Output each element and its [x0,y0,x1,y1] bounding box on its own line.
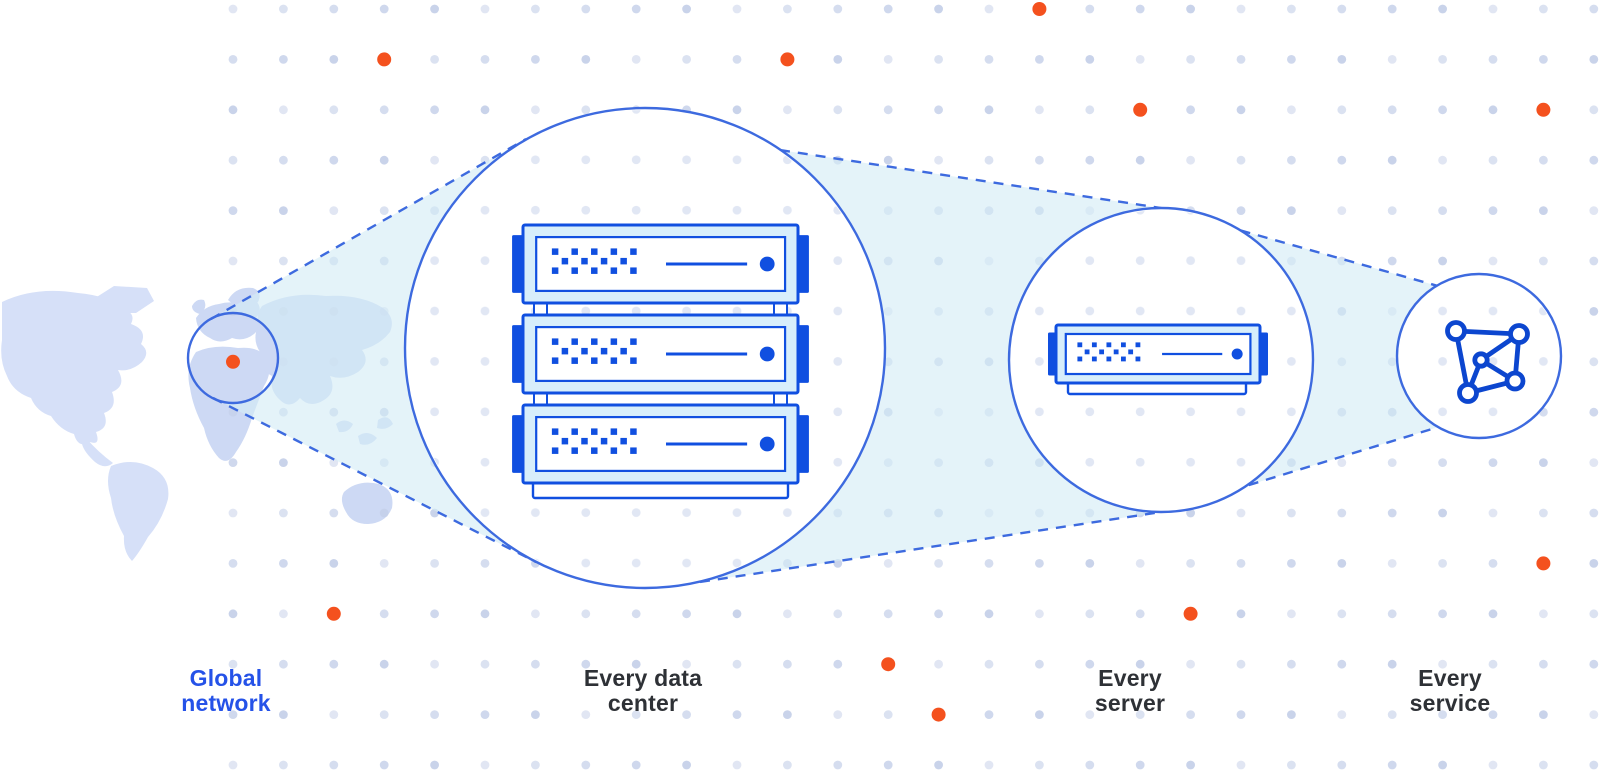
stage-label-every-data-center: Every data center [583,665,703,716]
stage-label-global-network: Global network [181,665,271,716]
server-rack-icon [512,223,809,500]
stage-label-every-service: Every service [1409,665,1491,716]
network-mesh-icon [1445,320,1530,404]
stage-label-every-server: Every server [1094,665,1166,716]
server-unit-icon [1048,323,1268,396]
map-focus-circle [186,311,280,405]
